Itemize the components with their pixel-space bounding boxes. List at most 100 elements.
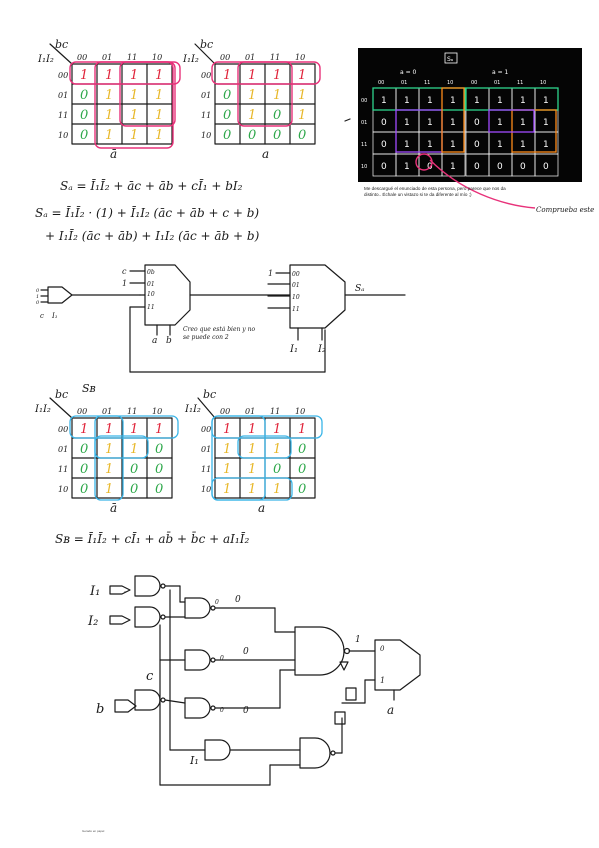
photo-col-head: 11 [424, 80, 430, 86]
kmap-row-head: 00 [58, 71, 68, 80]
kmap-row-head: 10 [201, 485, 211, 494]
equation-sa-3: + I₁Ī₂ (āc + āb) + I₁I₂ (āc + āb + b) [45, 228, 260, 243]
kmap-col-head: 00 [220, 407, 230, 416]
photo-cell: 1 [404, 118, 410, 128]
kmap-cell: 1 [155, 422, 163, 437]
kmap-title-sb: Sʙ [82, 382, 96, 395]
svg-text:10: 10 [147, 291, 155, 298]
kmap-col-head: 01 [102, 407, 112, 416]
mux2-sel-i1: I₁ [289, 344, 298, 355]
input-c: c [146, 669, 154, 684]
photo-cell: 1 [450, 118, 456, 128]
photo-title: Sₐ [447, 56, 453, 63]
kmap-col-var: bc [203, 388, 216, 401]
input-i1: I₁ [89, 584, 100, 599]
kmap-cell: 1 [248, 442, 256, 457]
photo-right-head: a = 1 [492, 69, 509, 76]
kmap-cell: 1 [80, 422, 88, 437]
kmap-cell: 1 [223, 462, 231, 477]
kmap-row-var: I₁I₂ [182, 54, 199, 65]
kmap-cell: 0 [80, 108, 88, 123]
photo-cell: 1 [497, 96, 503, 106]
kmap-cell: 1 [105, 68, 113, 83]
photo-col-head: 00 [471, 80, 477, 86]
kmap-cell: 0 [80, 462, 88, 477]
svg-text:0: 0 [220, 655, 224, 662]
kmap-cell: 0 [223, 88, 231, 103]
kmap-col-head: 11 [127, 53, 137, 62]
equation-sb: Sʙ = Ī₁Ī₂ + cĪ₁ + ab̄ + b̄c + aI₁Ī₂ [55, 530, 249, 546]
kmap-cell: 1 [105, 422, 113, 437]
kmap-cell: 0 [273, 108, 281, 123]
photo-cell: 1 [497, 140, 503, 150]
photo-cell: 1 [404, 96, 410, 106]
kmap-col-head: 00 [220, 53, 230, 62]
kmap-cell: 1 [130, 442, 138, 457]
kmap-col-var: bc [55, 388, 68, 401]
input-i1-2: I₁ [189, 754, 199, 767]
kmap-cell: 1 [248, 68, 256, 83]
photo-cell: 1 [427, 96, 433, 106]
photo-col-head: 11 [517, 80, 523, 86]
kmap-cell: 1 [298, 422, 306, 437]
kmap-cell: 0 [80, 128, 88, 143]
kmap-row-head: 01 [201, 445, 211, 454]
kmap-cell: 1 [155, 88, 163, 103]
equation-sa-2: Sₐ = Ī₁Ī₂ · (1) + Ī₁I₂ (āc + āb + c + b) [35, 205, 259, 220]
photo-col-head: 10 [447, 80, 453, 86]
kmap-cell: 1 [298, 88, 306, 103]
kmap-cell: 1 [248, 88, 256, 103]
photo-cell: 0 [381, 162, 387, 172]
kmap-a-bar: ā [110, 147, 117, 161]
photo-cell: 0 [381, 118, 387, 128]
photo-cell: 1 [520, 140, 526, 150]
photo-cell: 1 [543, 140, 549, 150]
kmap-col-head: 11 [127, 407, 137, 416]
kmap-col-head: 10 [295, 407, 305, 416]
kmap-cell: 1 [223, 442, 231, 457]
photo-row-head: 10 [361, 164, 367, 170]
kmap-cell: 0 [223, 108, 231, 123]
kmap-cell: 1 [130, 128, 138, 143]
kmap-cell: 1 [223, 68, 231, 83]
mux-circuit: 0 1 0 c I₁ c 1 0b 01 10 11 a b 1 0 [36, 264, 406, 373]
svg-text:01: 01 [147, 281, 155, 288]
kmap-a: a [262, 147, 269, 161]
photo-col-head: 10 [540, 80, 546, 86]
input-i2: I₂ [87, 614, 98, 629]
kmap-col-head: 01 [245, 407, 255, 416]
kmap-col-head: 00 [77, 53, 87, 62]
kmap-cell: 0 [248, 128, 256, 143]
kmap-cell: 0 [298, 128, 306, 143]
kmap-row-head: 11 [201, 111, 211, 120]
kmap-cell: 1 [273, 88, 281, 103]
kmap-cell: 0 [273, 462, 281, 477]
kmap-row-var: I₁I₂ [37, 54, 54, 65]
photo-cell: 1 [474, 96, 480, 106]
kmap-cell: 1 [130, 422, 138, 437]
svg-text:0: 0 [215, 599, 219, 606]
photo-cell: 0 [520, 162, 526, 172]
kmap-cell: 1 [248, 462, 256, 477]
wire-val: 0 [243, 706, 249, 716]
footer-note: Gerado en papel [82, 829, 105, 833]
svg-text:0: 0 [220, 707, 224, 714]
photo-cell: 0 [543, 162, 549, 172]
kmap-cell: 1 [155, 68, 163, 83]
kmap-cell: 1 [223, 422, 231, 437]
kmap-cell: 1 [105, 482, 113, 497]
kmap-cell: 0 [130, 462, 138, 477]
kmap-row-var: I₁I₂ [184, 404, 201, 415]
kmap-cell: 1 [105, 88, 113, 103]
photo-col-head: 01 [494, 80, 500, 86]
mux1-sel-a: a [152, 336, 157, 346]
gate-circuit: I₁ I₂ c b I₁ [87, 575, 421, 786]
kmap-col-var: bc [55, 38, 68, 51]
photo-cell: 1 [520, 118, 526, 128]
kmap-cell: 0 [155, 442, 163, 457]
photo-cell: 1 [450, 162, 456, 172]
label-i1: I₁ [51, 312, 58, 320]
